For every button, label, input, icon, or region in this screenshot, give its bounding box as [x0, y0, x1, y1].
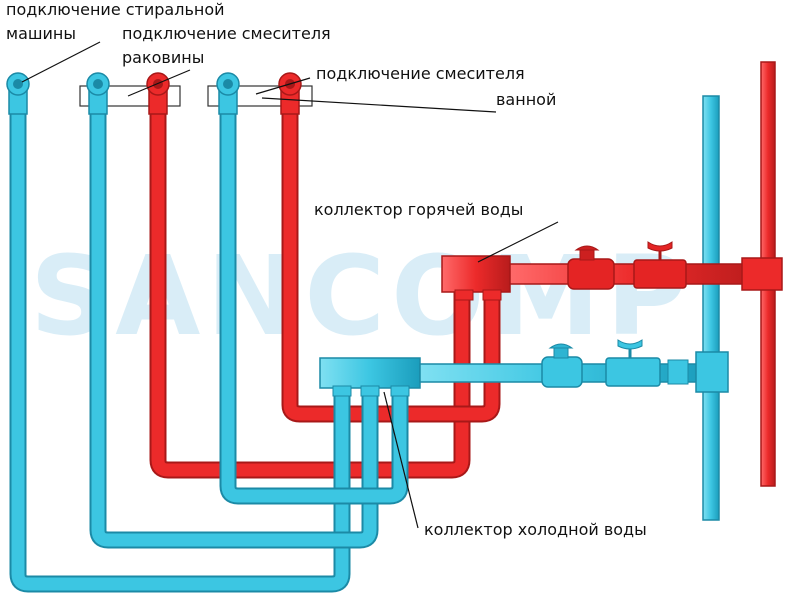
- cold-pipe-sink: [89, 96, 379, 549]
- label-sink-line2: раковины: [122, 48, 205, 67]
- bath-cold-outlet: [216, 72, 240, 115]
- cold-pipe-washing-machine: [9, 96, 351, 593]
- label-bath-line1: подключение смесителя: [316, 64, 525, 83]
- cold-pipe-bath: [219, 96, 409, 505]
- cold-valve: [541, 339, 689, 388]
- bath-hot-outlet: [278, 72, 302, 115]
- sink-hot-outlet: [146, 72, 170, 115]
- label-washing-machine-line2: машины: [6, 24, 77, 43]
- label-washing-machine-line1: подключение стиральной: [6, 0, 225, 19]
- label-sink-line1: подключение смесителя: [122, 24, 331, 43]
- washing-machine-outlet: [6, 72, 30, 115]
- hot-pipe-sink: [149, 96, 471, 479]
- hot-valve: [567, 241, 687, 290]
- label-hot-collector: коллектор горячей воды: [314, 200, 524, 219]
- cold-water-collector: [319, 351, 729, 397]
- hot-pipe-bath: [281, 96, 501, 423]
- sink-cold-outlet: [86, 72, 110, 115]
- leader-lines: [21, 41, 559, 529]
- label-bath-line2: ванной: [496, 90, 557, 109]
- watermark: SANCOMP: [30, 232, 693, 360]
- label-cold-collector: коллектор холодной воды: [424, 520, 647, 539]
- cold-riser-pipe: [702, 95, 720, 521]
